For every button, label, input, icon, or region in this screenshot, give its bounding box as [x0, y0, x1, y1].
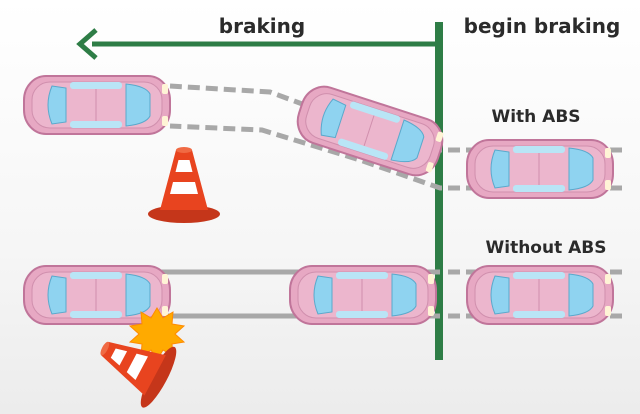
left-arrow-icon: [76, 28, 98, 60]
with-abs-tracks: [169, 83, 622, 191]
car-with-abs-end: [23, 75, 171, 135]
with-abs-label: With ABS: [491, 107, 580, 127]
car-without-abs-sliding: [289, 265, 437, 325]
begin-braking-line: [435, 22, 443, 360]
begin-braking-label: begin braking: [464, 14, 621, 38]
traffic-cone-icon: [148, 147, 220, 223]
car-with-abs-start: [466, 139, 614, 199]
car-without-abs-start: [466, 265, 614, 325]
braking-arrow: [76, 28, 440, 60]
without-abs-label: Without ABS: [486, 238, 607, 258]
car-without-abs-crash: [23, 265, 171, 325]
braking-label: braking: [219, 14, 305, 38]
